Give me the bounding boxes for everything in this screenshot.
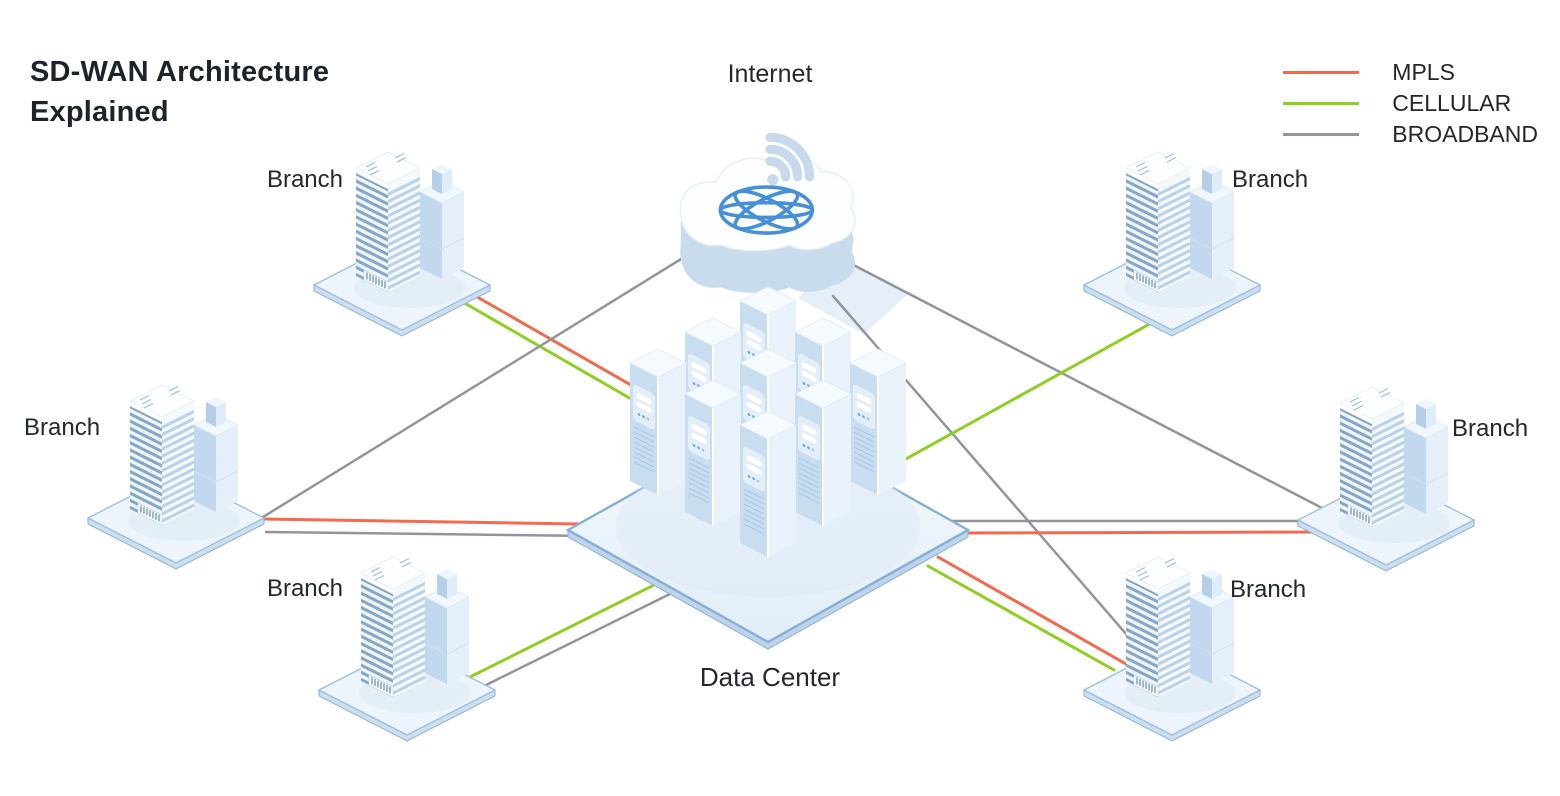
branch-label-bottom-left: Branch bbox=[266, 575, 343, 602]
legend-label-broadband: BROADBAND bbox=[1392, 121, 1538, 147]
title-line-2: Explained bbox=[30, 96, 169, 128]
link-datacenter-branch-bottom-right-mpls bbox=[936, 555, 1128, 666]
internet-label: Internet bbox=[727, 60, 813, 88]
link-branch-bottom-left-datacenter-cellular bbox=[468, 580, 662, 679]
title-line-1: SD-WAN Architecture bbox=[30, 56, 330, 88]
link-branch-bottom-left-datacenter-broadband bbox=[482, 589, 678, 688]
legend-row-mpls: MPLS bbox=[1283, 57, 1538, 88]
link-datacenter-branch-right-mpls bbox=[954, 530, 1324, 535]
mpls-line-swatch bbox=[1283, 71, 1360, 74]
legend-row-broadband: BROADBAND bbox=[1283, 119, 1538, 150]
branch-label-top-right: Branch bbox=[1232, 166, 1309, 193]
link-branch-left-datacenter-mpls bbox=[261, 517, 580, 526]
page-title: SD-WAN Architecture Explained bbox=[30, 52, 329, 132]
broadband-line-swatch bbox=[1283, 133, 1360, 136]
legend-label-mpls: MPLS bbox=[1392, 59, 1455, 85]
data-center-label: Data Center bbox=[699, 662, 841, 692]
legend-row-cellular: CELLULAR bbox=[1283, 88, 1538, 119]
legend-label-cellular: CELLULAR bbox=[1392, 90, 1512, 116]
globe-icon bbox=[720, 187, 812, 233]
link-internet-branch-right-broadband bbox=[838, 256, 1324, 510]
cellular-line-swatch bbox=[1283, 102, 1360, 105]
link-datacenter-branch-top-right-cellular bbox=[884, 319, 1157, 472]
legend: MPLS CELLULAR BROADBAND bbox=[1283, 57, 1538, 150]
wifi-icon bbox=[765, 132, 815, 186]
branch-label-left: Branch bbox=[24, 414, 101, 441]
branch-building-left bbox=[87, 384, 265, 570]
branch-label-top-left: Branch bbox=[266, 166, 343, 193]
link-branch-left-datacenter-broadband bbox=[264, 530, 596, 538]
link-internet-branch-left-broadband bbox=[261, 254, 688, 519]
internet-cloud-icon bbox=[679, 132, 856, 293]
link-datacenter-branch-bottom-right-cellular bbox=[926, 564, 1116, 672]
data-center-icon bbox=[565, 286, 971, 650]
branch-building-right bbox=[1297, 386, 1475, 572]
branch-label-bottom-right: Branch bbox=[1230, 576, 1307, 603]
branch-building-bottom-left bbox=[318, 556, 496, 742]
branch-label-right: Branch bbox=[1452, 415, 1529, 442]
